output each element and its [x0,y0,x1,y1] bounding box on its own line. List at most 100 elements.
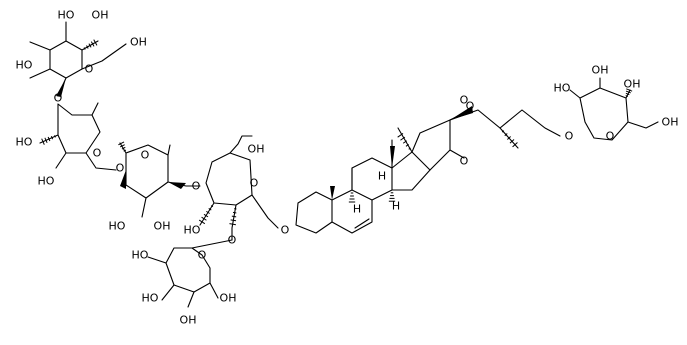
hydroxyl-label: OH [624,78,641,91]
hashed-bond [210,205,214,208]
bond [55,152,67,169]
bond [205,152,253,206]
bond [29,41,51,51]
hydrogen-label: H [378,170,386,183]
hashed-bond [121,146,126,150]
hashed-bond [507,136,511,140]
bond [391,151,431,191]
hashed-bond [408,147,411,150]
hashed-bond [90,41,95,47]
hashed-bond [402,140,408,144]
hashed-bond [509,139,515,144]
bond [449,149,465,159]
hashed-bond [41,138,45,145]
bond [331,189,373,234]
hashed-bond [54,135,56,138]
ring-oxygen-label: O [460,155,469,168]
hashed-bond [625,92,630,96]
bond [397,127,413,153]
bond [29,68,51,79]
methoxy-oxygen-label: O [466,100,475,113]
hydroxyl-label: HO [109,220,126,233]
hydroxyl-label: HO [184,224,201,237]
bond [141,197,147,218]
hashed-bond [626,88,633,92]
hydroxyl-label: HO [554,82,571,95]
ring-oxygen-label: O [93,147,102,160]
glycosidic-oxygen-label: O [281,224,290,237]
bond [147,256,167,264]
glycosidic-oxygen-label: O [192,180,201,193]
hashed-bond [229,223,236,226]
bond [85,152,117,171]
hashed-bond [198,219,206,225]
hashed-bond [230,219,237,222]
hashed-bond [118,141,125,146]
hydroxyl-label: HO [38,175,55,188]
hashed-bond [400,136,406,141]
hydrogen-label: H [353,203,361,216]
hashed-bond [119,144,125,148]
hashed-bond [405,143,409,147]
bond [187,291,195,308]
hydroxyl-label: HO [16,59,33,72]
hashed-bond [504,133,508,137]
hydroxyl-label: OH [154,220,171,233]
hydroxyl-label: OH [180,314,197,327]
bond [199,202,215,226]
stereo-bonds [41,39,633,226]
hashed-bond [625,95,629,97]
bond [569,89,581,99]
ring-oxygen-label: O [606,130,615,143]
bond [49,40,83,79]
bond [91,102,99,116]
double-bond [354,218,370,229]
hashed-bond [50,135,54,140]
hydroxyl-label: OH [592,64,609,77]
hashed-bond [201,216,207,221]
hydroxyl-label: HO [132,249,149,262]
glycosidic-oxygen-label: O [116,162,125,175]
hydroxyl-label: OH [248,143,265,156]
bond [627,121,659,129]
hashed-bond [232,211,237,214]
hydroxyl-label: HO [142,292,159,305]
bond [229,135,253,154]
hydroxyl-label: OH [220,292,237,305]
hashed-bond [88,43,92,48]
methoxy-oxygen-label: O [460,94,469,107]
hydrogen-label: H [392,200,400,213]
hydroxyl-label: OH [130,36,147,49]
bond [209,282,219,299]
bond [411,119,451,171]
hashed-bond [83,47,86,50]
bond [251,194,279,229]
bond [295,191,333,234]
hashed-bond [47,136,51,142]
wedge-bond [450,106,473,120]
hashed-bond [501,130,505,133]
hashed-bond [512,142,518,148]
hydroxyl-label: HO [16,136,33,149]
bond [449,109,561,137]
wedge-bond [56,78,66,97]
hydroxyl-label: OH [92,9,109,22]
hashed-bond [93,39,98,46]
hashed-bond [208,208,212,211]
wedge-bond [390,146,395,168]
glycosidic-oxygen-label: O [565,130,574,143]
ring-oxygen-label: O [250,177,259,190]
ring-oxygen-label: O [141,149,150,162]
hashed-bond [206,210,210,214]
hashed-bond [86,45,89,49]
hydroxyl-label: OH [662,116,679,129]
bond [579,87,629,141]
ring-oxygen-label: O [198,249,207,262]
hashed-bond [625,90,631,94]
wedge-bond [330,186,335,200]
glycosidic-oxygen-label: O [228,234,237,247]
hashed-bond [44,137,48,144]
bond [57,103,101,154]
